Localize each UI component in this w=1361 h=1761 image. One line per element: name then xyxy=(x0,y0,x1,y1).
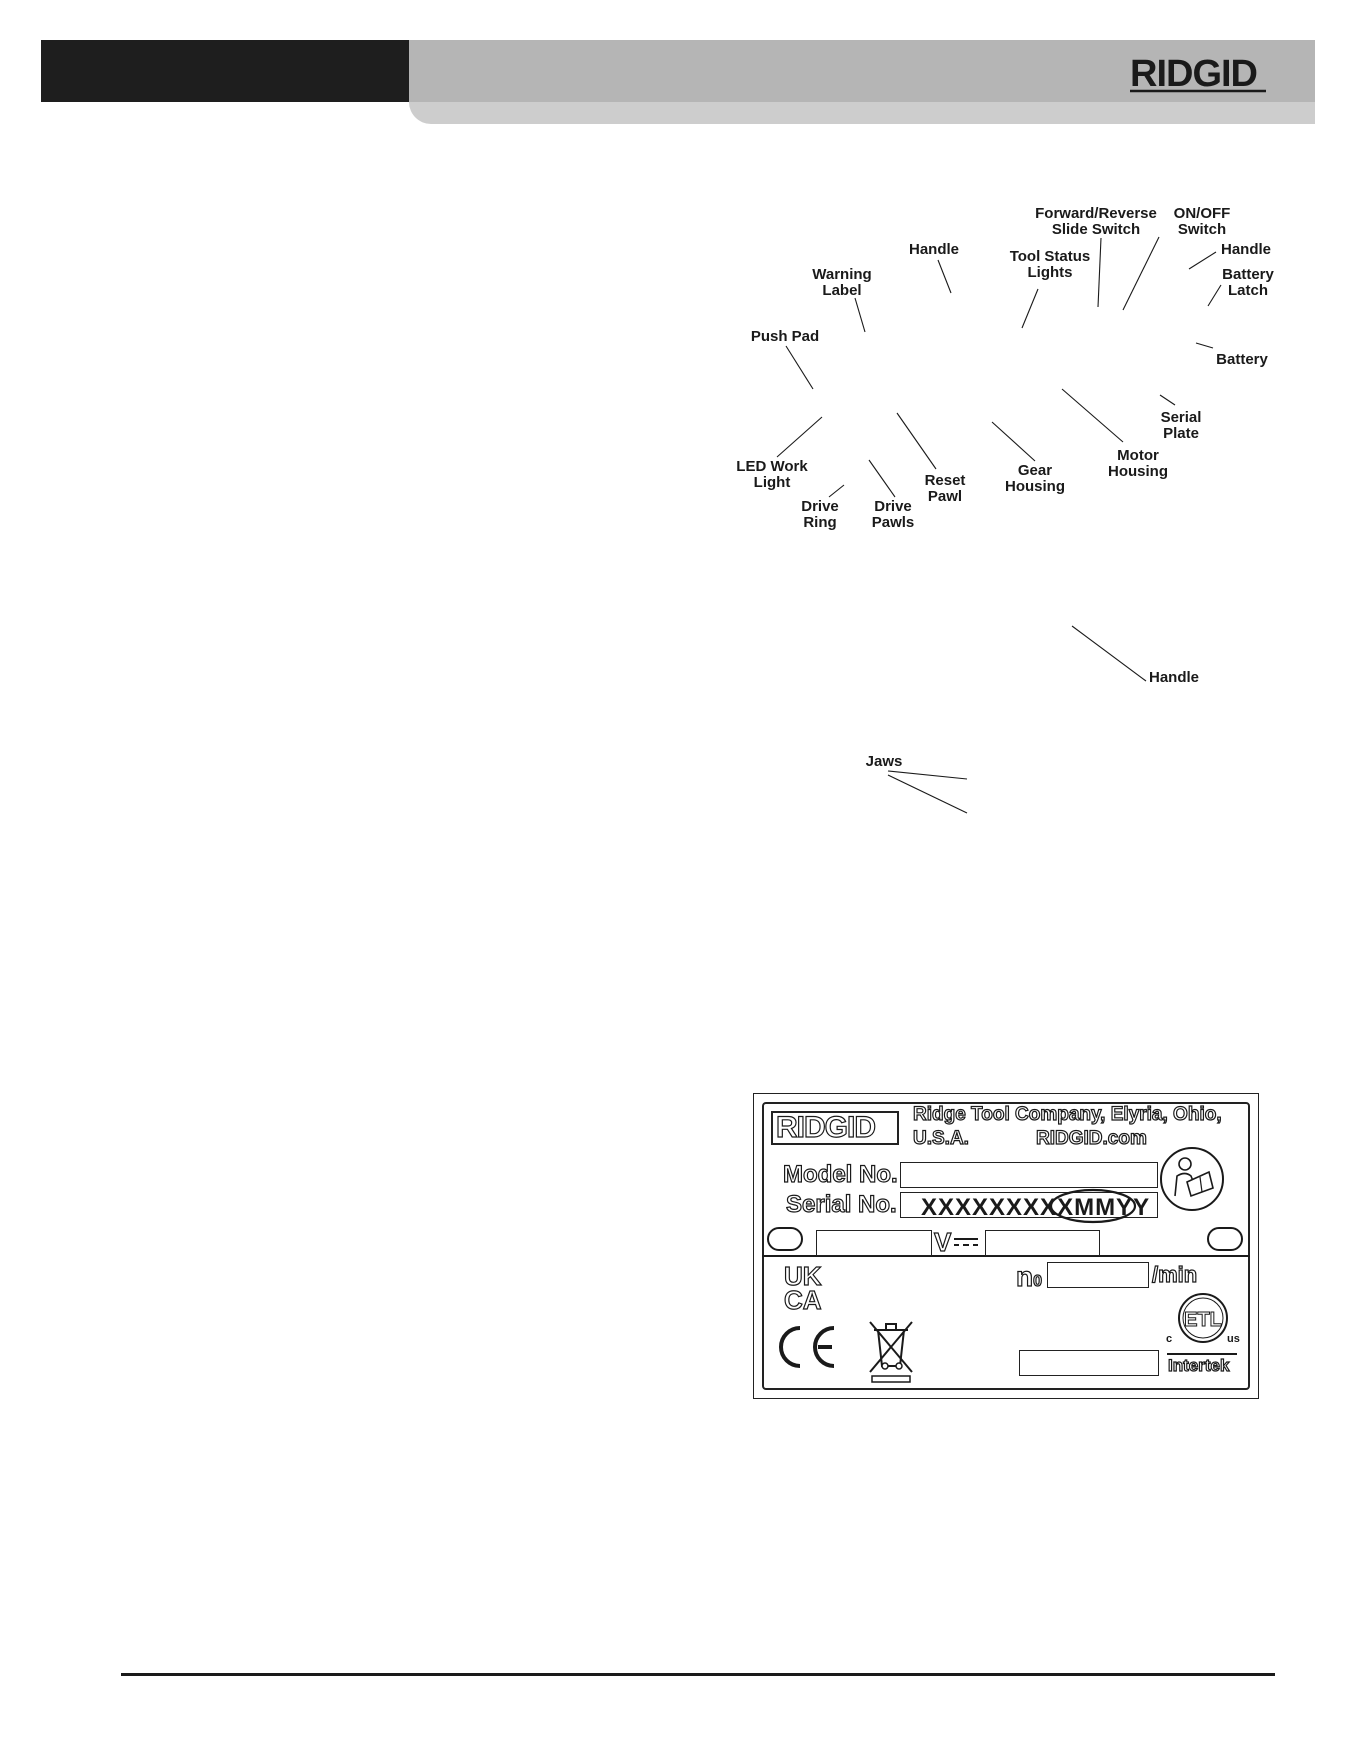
svg-text:RIDGID: RIDGID xyxy=(1130,53,1257,94)
serial-number-field: XXXXXXXXXMMYY xyxy=(900,1192,1158,1221)
company-address: Ridge Tool Company, Elyria, Ohio, xyxy=(912,1103,1222,1125)
leader-tool-status xyxy=(1021,288,1039,329)
header-black-block xyxy=(41,40,409,102)
company-country: U.S.A. xyxy=(912,1127,969,1149)
footer-rule xyxy=(121,1673,1275,1676)
ridgid-logo: RIDGID xyxy=(1130,53,1266,94)
speed-unit: /min xyxy=(1151,1261,1198,1287)
plate-mounting-slots xyxy=(762,1227,1250,1257)
etl-listed-mark-icon: ETL c us xyxy=(1166,1293,1240,1345)
leader-gear-housing xyxy=(991,421,1036,462)
serial-number-label: Serial No. xyxy=(785,1190,897,1218)
nameplate-logo: RIDGID xyxy=(775,1110,876,1144)
leader-battery xyxy=(1195,342,1214,349)
callout-handle-right: Handle xyxy=(1220,241,1272,258)
leader-forward-reverse xyxy=(1097,237,1102,308)
model-number-field xyxy=(900,1162,1158,1188)
leader-handle-right xyxy=(1188,251,1217,270)
callout-push-pad: Push Pad xyxy=(750,328,820,345)
leader-push-pad xyxy=(785,345,814,390)
voltage-field xyxy=(816,1230,932,1256)
callout-handle-top: Handle xyxy=(908,241,960,258)
leader-handle-lower xyxy=(1071,625,1147,682)
callout-battery: Battery xyxy=(1216,351,1268,368)
leader-led-work-light xyxy=(776,416,823,458)
no-load-speed-symbol: n0 xyxy=(1015,1260,1043,1292)
serial-nameplate: RIDGID Ridge Tool Company, Elyria, Ohio,… xyxy=(753,1093,1259,1399)
speed-field xyxy=(1047,1262,1149,1288)
leader-reset-pawl xyxy=(896,412,937,470)
leader-handle-top xyxy=(937,259,952,294)
intertek-rule xyxy=(1167,1353,1237,1355)
leader-drive-ring xyxy=(828,484,845,498)
ce-mark-icon xyxy=(779,1326,835,1368)
voltage-symbol: V xyxy=(933,1226,952,1257)
leader-battery-latch xyxy=(1207,284,1222,307)
power-field xyxy=(985,1230,1100,1256)
svg-text:c: c xyxy=(1166,1333,1172,1345)
leader-jaws-upper xyxy=(887,770,968,780)
intertek-label: Intertek xyxy=(1167,1355,1230,1375)
nameplate-inner-border xyxy=(762,1102,1250,1390)
leader-motor-housing xyxy=(1061,388,1124,443)
date-field xyxy=(1019,1350,1159,1376)
callout-jaws: Jaws xyxy=(865,753,903,770)
serial-number-value: XXXXXXXXXMMYY xyxy=(921,1194,1151,1221)
callout-handle-lower: Handle xyxy=(1148,669,1200,686)
date-code-highlight xyxy=(1049,1188,1137,1224)
leader-drive-pawls xyxy=(868,459,896,498)
weee-bin-icon xyxy=(869,1321,913,1383)
leader-on-off xyxy=(1122,236,1160,311)
read-manual-icon xyxy=(1160,1147,1224,1211)
svg-text:ETL: ETL xyxy=(1184,1309,1222,1331)
header-tab-strip xyxy=(409,102,1315,124)
leader-serial-plate xyxy=(1159,394,1176,406)
leader-warning-label xyxy=(854,297,866,333)
company-website: RIDGID.com xyxy=(1035,1127,1147,1149)
nameplate-logo-frame xyxy=(771,1111,899,1145)
svg-text:us: us xyxy=(1227,1333,1240,1345)
model-number-label: Model No. xyxy=(782,1160,898,1188)
leader-jaws-lower xyxy=(887,774,968,814)
dc-symbol-icon xyxy=(954,1238,978,1246)
